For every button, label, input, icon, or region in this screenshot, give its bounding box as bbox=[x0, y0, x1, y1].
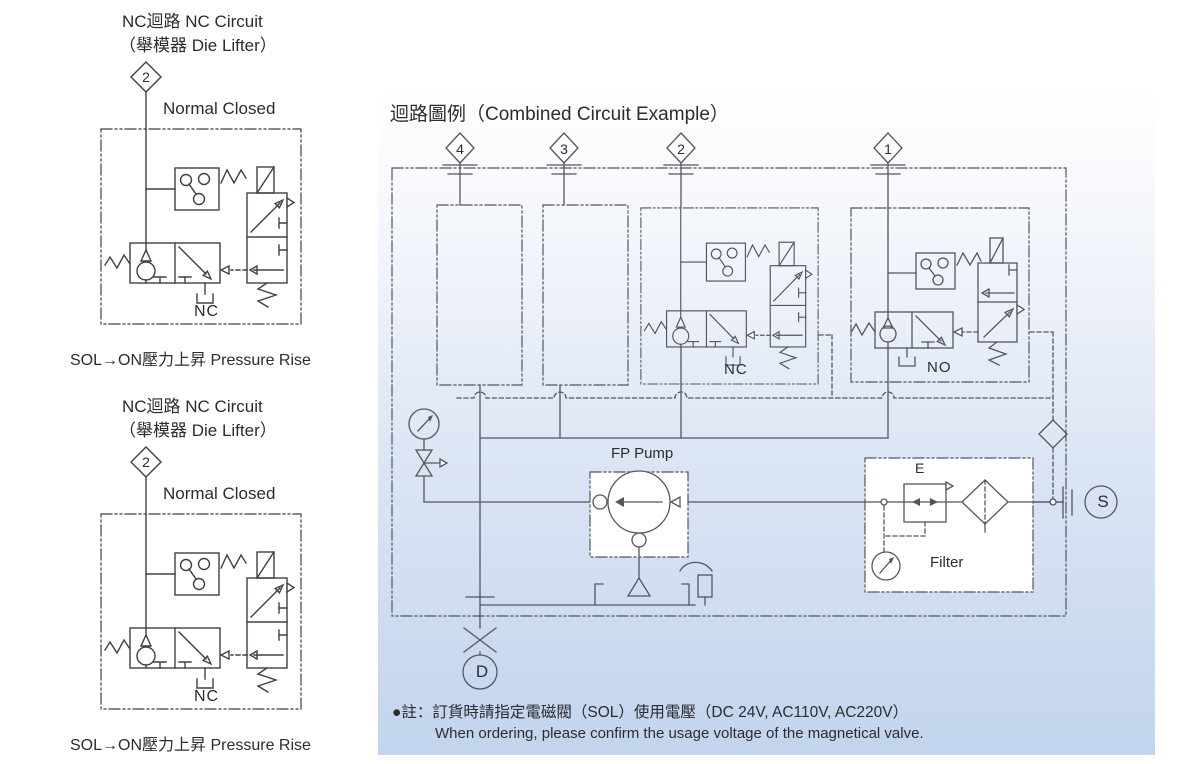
diamond-number: 2 bbox=[142, 454, 150, 470]
valve-label-nc: NC bbox=[194, 303, 220, 320]
station-port-4 bbox=[442, 132, 478, 206]
valve-label-nc: NC bbox=[194, 688, 220, 705]
outer-enclosure-border bbox=[391, 167, 1067, 617]
diamond-number-4: 4 bbox=[456, 141, 464, 157]
fp-pump-symbol bbox=[589, 470, 689, 579]
pressure-rise-caption: SOL→ON壓力上昇 Pressure Rise bbox=[70, 352, 311, 369]
nc-circuit-symbol bbox=[100, 128, 302, 325]
valve-label-no: NO bbox=[927, 359, 952, 376]
mode-label: Normal Closed bbox=[163, 484, 276, 503]
note-line-2: When ordering, please confirm the usage … bbox=[435, 725, 924, 742]
diamond-number: 2 bbox=[142, 69, 150, 85]
nc-block-subtitle: （舉模器 Die Lifter） bbox=[119, 421, 277, 440]
nc-block-1-drawing bbox=[100, 61, 302, 325]
filter-unit bbox=[864, 457, 1064, 593]
supply-port-circle bbox=[1084, 485, 1118, 519]
nc-block-title: NC迴路 NC Circuit bbox=[122, 397, 263, 416]
regulator-label: E bbox=[915, 460, 925, 476]
combined-panel-title: 迴路圖例（Combined Circuit Example） bbox=[390, 104, 729, 125]
regulator-box bbox=[903, 483, 947, 523]
mode-label: Normal Closed bbox=[163, 99, 276, 118]
nc-circuit-symbol bbox=[640, 207, 819, 385]
tank-symbol bbox=[479, 561, 713, 606]
station-box-4 bbox=[436, 204, 523, 386]
nc-block-2-drawing bbox=[100, 446, 302, 710]
valve-label-nc: NC bbox=[724, 361, 748, 378]
diamond-number-1: 1 bbox=[884, 141, 892, 157]
filter-gauge bbox=[871, 551, 901, 581]
relief-valve bbox=[414, 438, 449, 503]
station-port-3 bbox=[546, 132, 582, 206]
note-line-1: ●註：訂貨時請指定電磁閥（SOL）使用電壓（DC 24V, AC110V, AC… bbox=[392, 704, 909, 721]
pilot-filter-icon bbox=[1038, 419, 1068, 449]
diamond-marker bbox=[130, 61, 162, 129]
drain-port-label: D bbox=[475, 662, 489, 681]
diamond-number-3: 3 bbox=[560, 141, 568, 157]
nc-block-subtitle: （舉模器 Die Lifter） bbox=[119, 36, 277, 55]
nc-block-title: NC迴路 NC Circuit bbox=[122, 12, 263, 31]
station-port-1 bbox=[870, 132, 906, 208]
nc-circuit-symbol bbox=[100, 513, 302, 710]
combined-circuit-panel: 迴路圖例（Combined Circuit Example） 4 3 2 1 N… bbox=[378, 88, 1155, 755]
supply-port-label: S bbox=[1097, 492, 1109, 511]
station-box-3 bbox=[542, 204, 629, 386]
combined-circuit-drawing bbox=[391, 132, 1118, 690]
station-port-2 bbox=[663, 132, 699, 208]
diamond-marker bbox=[130, 446, 162, 514]
pump-label: FP Pump bbox=[611, 445, 674, 462]
pilot-line-manifold bbox=[456, 331, 1068, 500]
shutoff-valve-icon bbox=[463, 627, 497, 653]
diamond-number-2: 2 bbox=[677, 141, 685, 157]
drain-branch bbox=[462, 596, 498, 690]
drain-port-circle bbox=[462, 654, 498, 690]
no-circuit-symbol bbox=[850, 207, 1030, 383]
supply-connection bbox=[1049, 485, 1118, 519]
pressure-rise-caption: SOL→ON壓力上昇 Pressure Rise bbox=[70, 737, 311, 754]
pressure-gauge bbox=[408, 408, 440, 440]
breather-icon bbox=[697, 574, 713, 598]
filter-label: Filter bbox=[930, 554, 964, 571]
